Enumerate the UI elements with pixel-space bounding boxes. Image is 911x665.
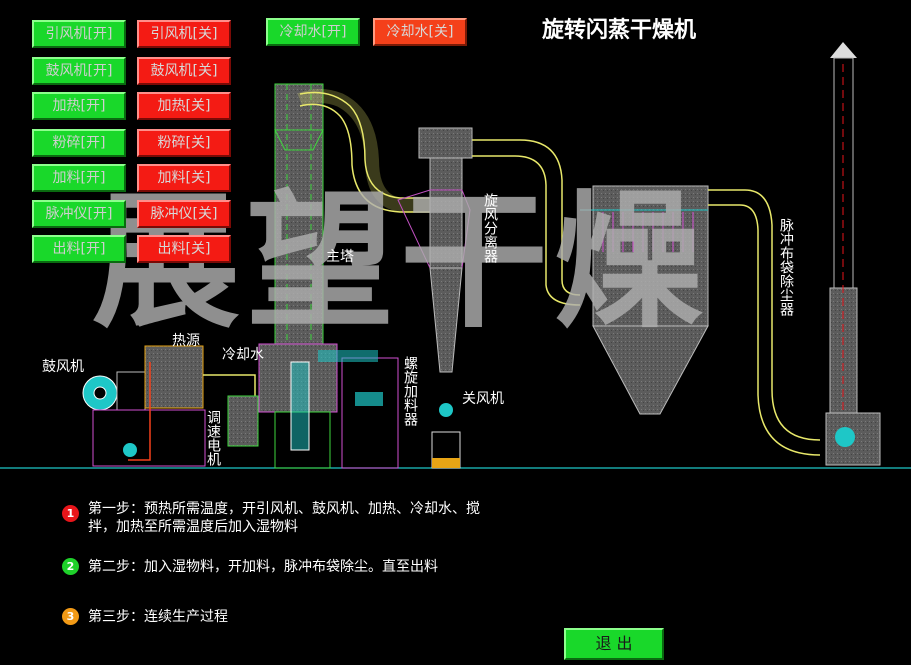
cyclone-shape	[397, 127, 473, 373]
step-3-text: 第三步：连续生产过程	[88, 609, 228, 625]
heating-off-button[interactable]: 加热[关]	[137, 92, 231, 120]
heating-on-button[interactable]: 加热[开]	[32, 92, 126, 120]
cooling-water-on-button[interactable]: 冷却水[开]	[266, 18, 360, 46]
blower-on-button[interactable]: 鼓风机[开]	[32, 57, 126, 85]
speed-motor-label: 调速电机	[205, 410, 221, 466]
step-1-text: 第一步：预热所需温度，开引风机、鼓风机、加热、冷却水、搅拌，加热至所需温度后加入…	[88, 501, 480, 535]
blower-label: 鼓风机	[42, 359, 84, 375]
chimney-shape	[825, 42, 881, 466]
screw-feeder-label: 螺旋加料器	[402, 356, 418, 426]
crushing-on-button[interactable]: 粉碎[开]	[32, 129, 126, 157]
feeding-off-button[interactable]: 加料[关]	[137, 164, 231, 192]
feeding-on-button[interactable]: 加料[开]	[32, 164, 126, 192]
bag-filter-label: 脉冲布袋除尘器	[778, 218, 794, 316]
crushing-off-button[interactable]: 粉碎[关]	[137, 129, 231, 157]
cyclone-label: 旋风分离器	[482, 193, 498, 263]
blower-off-button[interactable]: 鼓风机[关]	[137, 57, 231, 85]
heat-source-label: 热源	[172, 333, 200, 349]
bag-filter-shape	[580, 185, 709, 415]
page-title: 旋转闪蒸干燥机	[542, 18, 697, 43]
blower-assembly	[82, 345, 206, 467]
pulse-off-button[interactable]: 脉冲仪[关]	[137, 200, 231, 228]
dryer-base	[227, 343, 399, 469]
step-1: 1 第一步：预热所需温度，开引风机、鼓风机、加热、冷却水、搅拌，加热至所需温度后…	[62, 500, 502, 550]
close-fan-shape	[439, 403, 453, 417]
fan-off-button[interactable]: 引风机[关]	[137, 20, 231, 48]
step-3: 3 第三步：连续生产过程	[62, 608, 502, 628]
step-1-number: 1	[62, 505, 79, 522]
step-3-number: 3	[62, 608, 79, 625]
step-2: 2 第二步：加入湿物料，开加料，脉冲布袋除尘。直至出料	[62, 558, 502, 578]
main-tower-label: 主塔	[326, 249, 354, 265]
discharge-on-button[interactable]: 出料[开]	[32, 235, 126, 263]
step-2-text: 第二步：加入湿物料，开加料，脉冲布袋除尘。直至出料	[88, 559, 438, 575]
step-2-number: 2	[62, 558, 79, 575]
exit-button[interactable]: 退 出	[564, 628, 664, 660]
cooling-water-label: 冷却水	[222, 347, 264, 363]
fan-on-button[interactable]: 引风机[开]	[32, 20, 126, 48]
cooling-water-off-button[interactable]: 冷却水[关]	[373, 18, 467, 46]
close-fan-label: 关风机	[462, 391, 504, 407]
discharge-off-button[interactable]: 出料[关]	[137, 235, 231, 263]
pulse-on-button[interactable]: 脉冲仪[开]	[32, 200, 126, 228]
